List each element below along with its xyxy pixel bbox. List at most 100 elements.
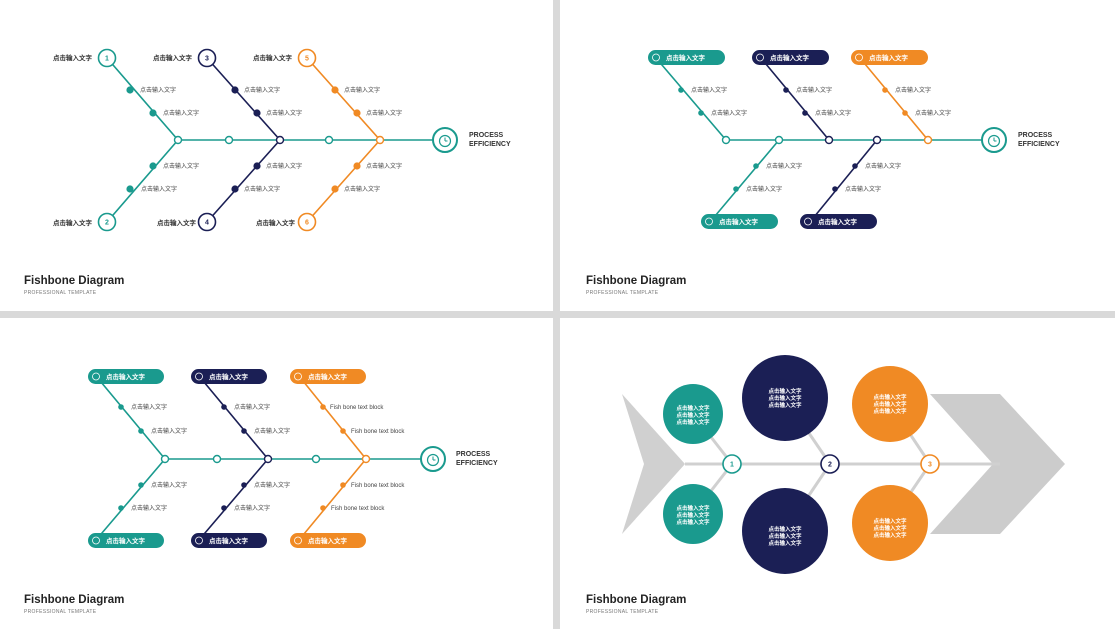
circle-text: 点击输入文字 <box>676 518 710 526</box>
pill-label: 点击输入文字 <box>666 53 706 62</box>
rib-label: 点击输入文字 <box>815 109 851 117</box>
rib-label: 点击输入文字 <box>254 481 290 489</box>
circle-info-icon <box>195 536 203 545</box>
bone-number-2: 2 <box>105 220 109 227</box>
orange-circle <box>852 366 928 442</box>
rib-label: 点击输入文字 <box>131 504 167 512</box>
rib-label: 点击输入文字 <box>140 86 176 94</box>
rib-label: 点击输入文字 <box>895 86 931 94</box>
circle-text: 点击输入文字 <box>768 539 802 547</box>
circle-text: 点击输入文字 <box>873 531 907 539</box>
rib-label: 点击输入文字 <box>234 504 270 512</box>
circle-text: 点击输入文字 <box>676 411 710 419</box>
panel-1-diagram: PROCESS EFFICIENCY 1 2 3 4 5 6 点击输入文字 点击… <box>53 48 511 232</box>
rib-label: 点击输入文字 <box>151 481 187 489</box>
circle-text: 点击输入文字 <box>873 524 907 532</box>
bone-number-6: 6 <box>305 220 309 227</box>
circle-text: 点击输入文字 <box>768 394 802 402</box>
rib-label: 点击输入文字 <box>266 162 302 170</box>
panel-subtitle: PROFESSIONAL TEMPLATE <box>586 609 659 615</box>
rib-label: 点击输入文字 <box>366 109 402 117</box>
circle-info-icon <box>652 53 660 62</box>
circle-info-icon <box>92 372 100 381</box>
spine-number-1: 1 <box>730 462 734 469</box>
head-label-2: EFFICIENCY <box>469 141 511 148</box>
circle-text: 点击输入文字 <box>676 511 710 519</box>
spine-number-3: 3 <box>928 462 932 469</box>
head-label-2: EFFICIENCY <box>1018 141 1060 148</box>
bone-head-label: 点击输入文字 <box>256 218 296 227</box>
pill-label: 点击输入文字 <box>209 536 249 545</box>
rib-label: 点击输入文字 <box>163 162 199 170</box>
spine-number-2: 2 <box>828 462 832 469</box>
head-label-2: EFFICIENCY <box>456 460 498 467</box>
bone-head-label: 点击输入文字 <box>153 53 193 62</box>
pill-labels: 点击输入文字 点击输入文字 点击输入文字 点击输入文字 点击输入文字 <box>648 50 928 229</box>
pill-labels: 点击输入文字 点击输入文字 点击输入文字 点击输入文字 点击输入文字 点击输入文… <box>88 369 366 548</box>
pill-label: 点击输入文字 <box>308 372 348 381</box>
rib-label: 点击输入文字 <box>915 109 951 117</box>
bone-number-5: 5 <box>305 56 309 63</box>
head-label-1: PROCESS <box>1018 132 1053 139</box>
bone-number-4: 4 <box>205 220 209 227</box>
pill-label: 点击输入文字 <box>818 217 858 226</box>
panel-4-circle-fishbone: 点击输入文字 点击输入文字 点击输入文字 点击输入文字 点击输入文字 点击输入文… <box>560 318 1115 629</box>
rib-label: 点击输入文字 <box>766 162 802 170</box>
rib-label: 点击输入文字 <box>266 109 302 117</box>
rib-label: 点击输入文字 <box>141 185 177 193</box>
rib-label-alt: Fish bone text block <box>351 483 405 489</box>
rib-label: 点击输入文字 <box>254 427 290 435</box>
circle-info-icon <box>705 217 713 226</box>
circle-text: 点击输入文字 <box>676 504 710 512</box>
circle-text: 点击输入文字 <box>873 393 907 401</box>
teal-circle <box>663 384 723 444</box>
pill-label: 点击输入文字 <box>869 53 909 62</box>
rib-label: 点击输入文字 <box>244 86 280 94</box>
head-label-1: PROCESS <box>469 132 504 139</box>
head-label-1: PROCESS <box>456 451 491 458</box>
circle-info-icon <box>804 217 812 226</box>
panel-2-pill-fishbone: PROCESS EFFICIENCY 点击输入文字 点击输入文字 点击输入文字 … <box>560 0 1115 311</box>
rib-label: 点击输入文字 <box>234 403 270 411</box>
bone-number-1: 1 <box>105 56 109 63</box>
panel-2-diagram: PROCESS EFFICIENCY 点击输入文字 点击输入文字 点击输入文字 … <box>648 50 1060 229</box>
rib-label: 点击输入文字 <box>344 86 380 94</box>
rib-label-alt: Fish bone text block <box>351 429 405 435</box>
navy-circle <box>742 355 828 441</box>
circle-text: 点击输入文字 <box>676 404 710 412</box>
pill-label: 点击输入文字 <box>106 372 146 381</box>
rib-label: 点击输入文字 <box>151 427 187 435</box>
orange-circle <box>852 485 928 561</box>
rib-label: 点击输入文字 <box>131 403 167 411</box>
circle-text: 点击输入文字 <box>873 517 907 525</box>
bone-number-3: 3 <box>205 56 209 63</box>
circle-text: 点击输入文字 <box>768 525 802 533</box>
rib-label: 点击输入文字 <box>746 185 782 193</box>
pill-label: 点击输入文字 <box>719 217 759 226</box>
panel-3-diagram: PROCESS EFFICIENCY 点击输入文字 点击输入文字 点击输入文字 … <box>88 369 498 548</box>
head-clock-icon <box>981 127 1007 153</box>
head-clock-icon <box>432 127 458 153</box>
circle-info-icon <box>294 372 302 381</box>
panel-subtitle: PROFESSIONAL TEMPLATE <box>24 290 97 296</box>
circle-text: 点击输入文字 <box>676 418 710 426</box>
panel-title: Fishbone Diagram <box>24 275 125 287</box>
rib-label: 点击输入文字 <box>163 109 199 117</box>
circle-text: 点击输入文字 <box>873 400 907 408</box>
bone-head-label: 点击输入文字 <box>53 218 93 227</box>
circle-info-icon <box>756 53 764 62</box>
circle-info-icon <box>294 536 302 545</box>
bone-head-label: 点击输入文字 <box>157 218 197 227</box>
panel-subtitle: PROFESSIONAL TEMPLATE <box>24 609 97 615</box>
panel-1-numbered-fishbone: PROCESS EFFICIENCY 1 2 3 4 5 6 点击输入文字 点击… <box>0 0 553 311</box>
bone-head-label: 点击输入文字 <box>253 53 293 62</box>
navy-circle <box>742 488 828 574</box>
rib-label: 点击输入文字 <box>366 162 402 170</box>
circle-text: 点击输入文字 <box>873 407 907 415</box>
panel-title: Fishbone Diagram <box>586 594 687 606</box>
circle-info-icon <box>92 536 100 545</box>
pill-label: 点击输入文字 <box>106 536 146 545</box>
rib-label: 点击输入文字 <box>244 185 280 193</box>
rib-label-alt: Fish bone text block <box>331 506 385 512</box>
circle-info-icon <box>855 53 863 62</box>
